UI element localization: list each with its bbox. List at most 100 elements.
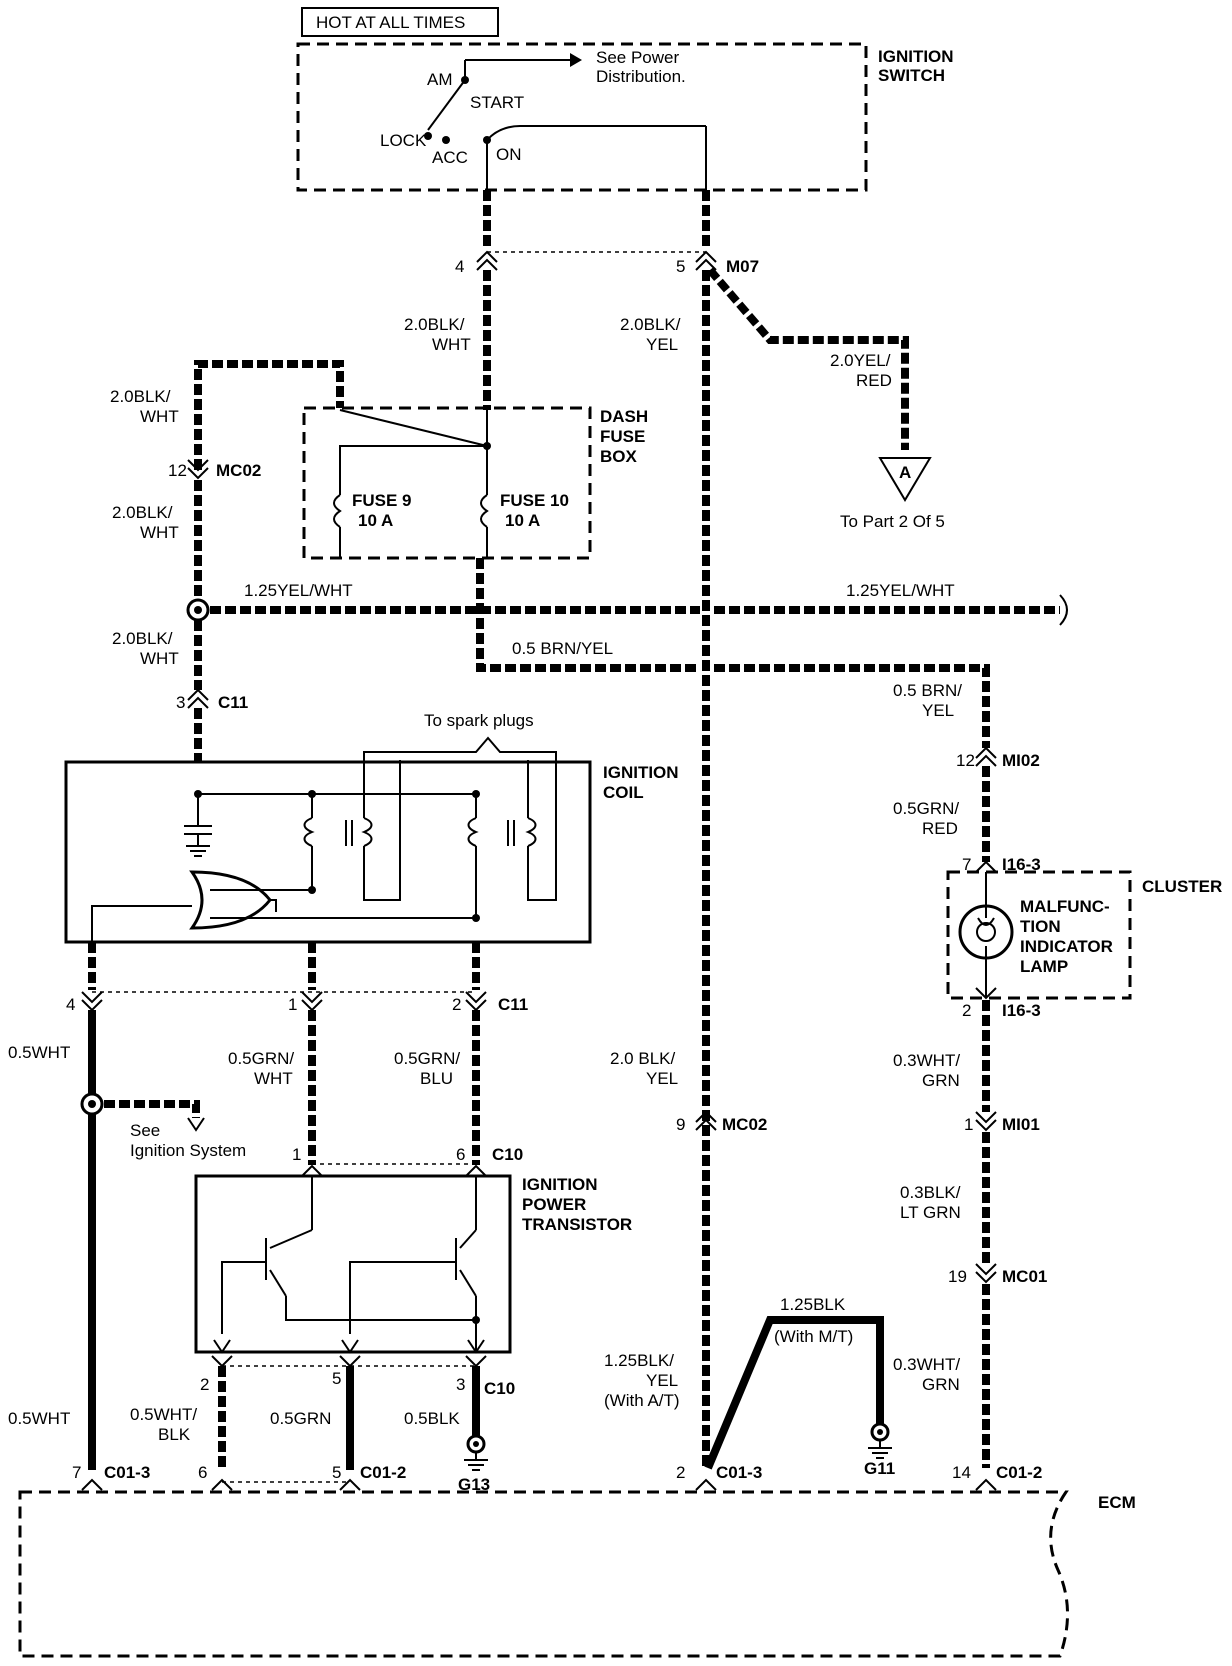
svg-text:MI02: MI02	[1002, 751, 1040, 770]
ignition-power-transistor: IGNITION POWER TRANSISTOR	[194, 1174, 632, 1354]
svg-text:10 A: 10 A	[358, 511, 393, 530]
svg-text:0.3WHT/: 0.3WHT/	[893, 1051, 960, 1070]
svg-text:19: 19	[948, 1267, 967, 1286]
svg-text:9: 9	[676, 1115, 685, 1134]
ignition-switch-box	[296, 42, 868, 192]
connector-mi02: 12 MI02	[956, 746, 1040, 770]
svg-text:WHT: WHT	[254, 1069, 293, 1088]
ground-g13: G13	[458, 1434, 490, 1494]
svg-text:BOX: BOX	[600, 447, 638, 466]
coil-primary-1-icon	[303, 817, 315, 847]
svg-text:YEL: YEL	[646, 1069, 678, 1088]
svg-text:0.5WHT/: 0.5WHT/	[130, 1405, 197, 1424]
svg-text:WHT: WHT	[140, 649, 179, 668]
svg-text:C11: C11	[218, 693, 248, 712]
svg-text:GRN: GRN	[922, 1375, 960, 1394]
svg-text:1.25YEL/WHT: 1.25YEL/WHT	[244, 581, 353, 600]
lock-label: LOCK	[380, 131, 427, 150]
see-power-label-2: Distribution.	[596, 67, 686, 86]
svg-text:4: 4	[66, 995, 75, 1014]
spark-plugs-brace	[363, 736, 557, 760]
svg-text:2.0BLK/: 2.0BLK/	[110, 387, 171, 406]
svg-text:YEL: YEL	[646, 1371, 678, 1390]
connector-mc02-top: 12 MC02	[168, 459, 261, 480]
svg-text:0.5GRN/: 0.5GRN/	[893, 799, 959, 818]
svg-text:WHT: WHT	[140, 407, 179, 426]
switch-blade	[427, 79, 466, 131]
svg-text:BLK: BLK	[158, 1425, 191, 1444]
svg-text:FUSE 10: FUSE 10	[500, 491, 569, 510]
coil-secondary-2-icon	[525, 817, 537, 847]
svg-text:1.25BLK: 1.25BLK	[780, 1295, 846, 1314]
svg-text:0.5 BRN/YEL: 0.5 BRN/YEL	[512, 639, 613, 658]
svg-text:I16-3: I16-3	[1002, 855, 1041, 874]
svg-text:FUSE: FUSE	[600, 427, 645, 446]
hot-at-all-times-box	[301, 7, 499, 37]
svg-text:See: See	[130, 1121, 160, 1140]
svg-text:C10: C10	[484, 1379, 515, 1398]
svg-text:14: 14	[952, 1463, 971, 1482]
svg-text:2: 2	[452, 995, 461, 1014]
ignition-switch: HOT AT ALL TIMES IGNITION SWITCH See Pow…	[296, 7, 954, 192]
svg-text:0.5BLK: 0.5BLK	[404, 1409, 460, 1428]
svg-text:C01-2: C01-2	[996, 1463, 1042, 1482]
svg-text:GRN: GRN	[922, 1071, 960, 1090]
svg-text:C01-2: C01-2	[360, 1463, 406, 1482]
svg-text:C10: C10	[492, 1145, 523, 1164]
svg-text:6: 6	[198, 1463, 207, 1482]
connector-mc01: 19 MC01	[948, 1263, 1047, 1286]
svg-text:0.5GRN: 0.5GRN	[270, 1409, 331, 1428]
svg-text:C01-3: C01-3	[104, 1463, 150, 1482]
svg-text:5: 5	[332, 1369, 341, 1388]
svg-text:C11: C11	[498, 995, 528, 1014]
svg-text:IGNITION: IGNITION	[603, 763, 679, 782]
svg-text:1: 1	[964, 1115, 973, 1134]
connector-c11-bottom: 4 1 2 C11	[66, 991, 528, 1014]
svg-text:DASH: DASH	[600, 407, 648, 426]
svg-text:0.5WHT: 0.5WHT	[8, 1409, 70, 1428]
connector-mc02-mid: 9 MC02	[676, 1110, 767, 1134]
svg-text:2.0BLK/: 2.0BLK/	[112, 503, 173, 522]
svg-text:5: 5	[332, 1463, 341, 1482]
acc-label: ACC	[432, 148, 468, 167]
svg-text:I16-3: I16-3	[1002, 1001, 1041, 1020]
svg-text:0.5 BRN/: 0.5 BRN/	[893, 681, 962, 700]
to-part-2-label: To Part 2 Of 5	[840, 512, 945, 531]
svg-text:3: 3	[176, 693, 185, 712]
ignition-coil: IGNITION COIL To spark plugs	[64, 711, 679, 944]
svg-text:0.5WHT: 0.5WHT	[8, 1043, 70, 1062]
svg-text:MC02: MC02	[216, 461, 261, 480]
svg-text:RED: RED	[856, 371, 892, 390]
svg-text:2: 2	[200, 1375, 209, 1394]
svg-text:MC01: MC01	[1002, 1267, 1047, 1286]
am-label: AM	[427, 70, 453, 89]
or-gate-icon	[189, 870, 272, 930]
svg-text:LT GRN: LT GRN	[900, 1203, 961, 1222]
svg-text:6: 6	[456, 1145, 465, 1164]
coil-secondary-1-icon	[361, 817, 373, 847]
svg-text:C01-3: C01-3	[716, 1463, 762, 1482]
svg-text:G13: G13	[458, 1475, 490, 1494]
start-label: START	[470, 93, 524, 112]
svg-text:1: 1	[292, 1145, 301, 1164]
svg-text:MALFUNC-: MALFUNC-	[1020, 897, 1110, 916]
svg-text:IGNITION: IGNITION	[522, 1175, 598, 1194]
ignition-switch-title: IGNITION	[878, 47, 954, 66]
svg-text:WHT: WHT	[140, 523, 179, 542]
wire-yel-red	[706, 267, 909, 450]
hot-at-all-times-label: HOT AT ALL TIMES	[316, 13, 465, 32]
svg-text:2.0BLK/: 2.0BLK/	[112, 629, 173, 648]
svg-text:0.3BLK/: 0.3BLK/	[900, 1183, 961, 1202]
svg-text:1.25BLK/: 1.25BLK/	[604, 1351, 674, 1370]
svg-text:12: 12	[956, 751, 975, 770]
svg-text:YEL: YEL	[922, 701, 954, 720]
ground-g11: G11	[864, 1422, 895, 1478]
connector-mi01: 1 MI01	[964, 1111, 1040, 1134]
svg-text:MI01: MI01	[1002, 1115, 1040, 1134]
svg-text:1.25YEL/WHT: 1.25YEL/WHT	[846, 581, 955, 600]
svg-text:4: 4	[455, 257, 464, 276]
svg-text:WHT: WHT	[432, 335, 471, 354]
svg-text:RED: RED	[922, 819, 958, 838]
svg-text:2.0 BLK/: 2.0 BLK/	[610, 1049, 675, 1068]
